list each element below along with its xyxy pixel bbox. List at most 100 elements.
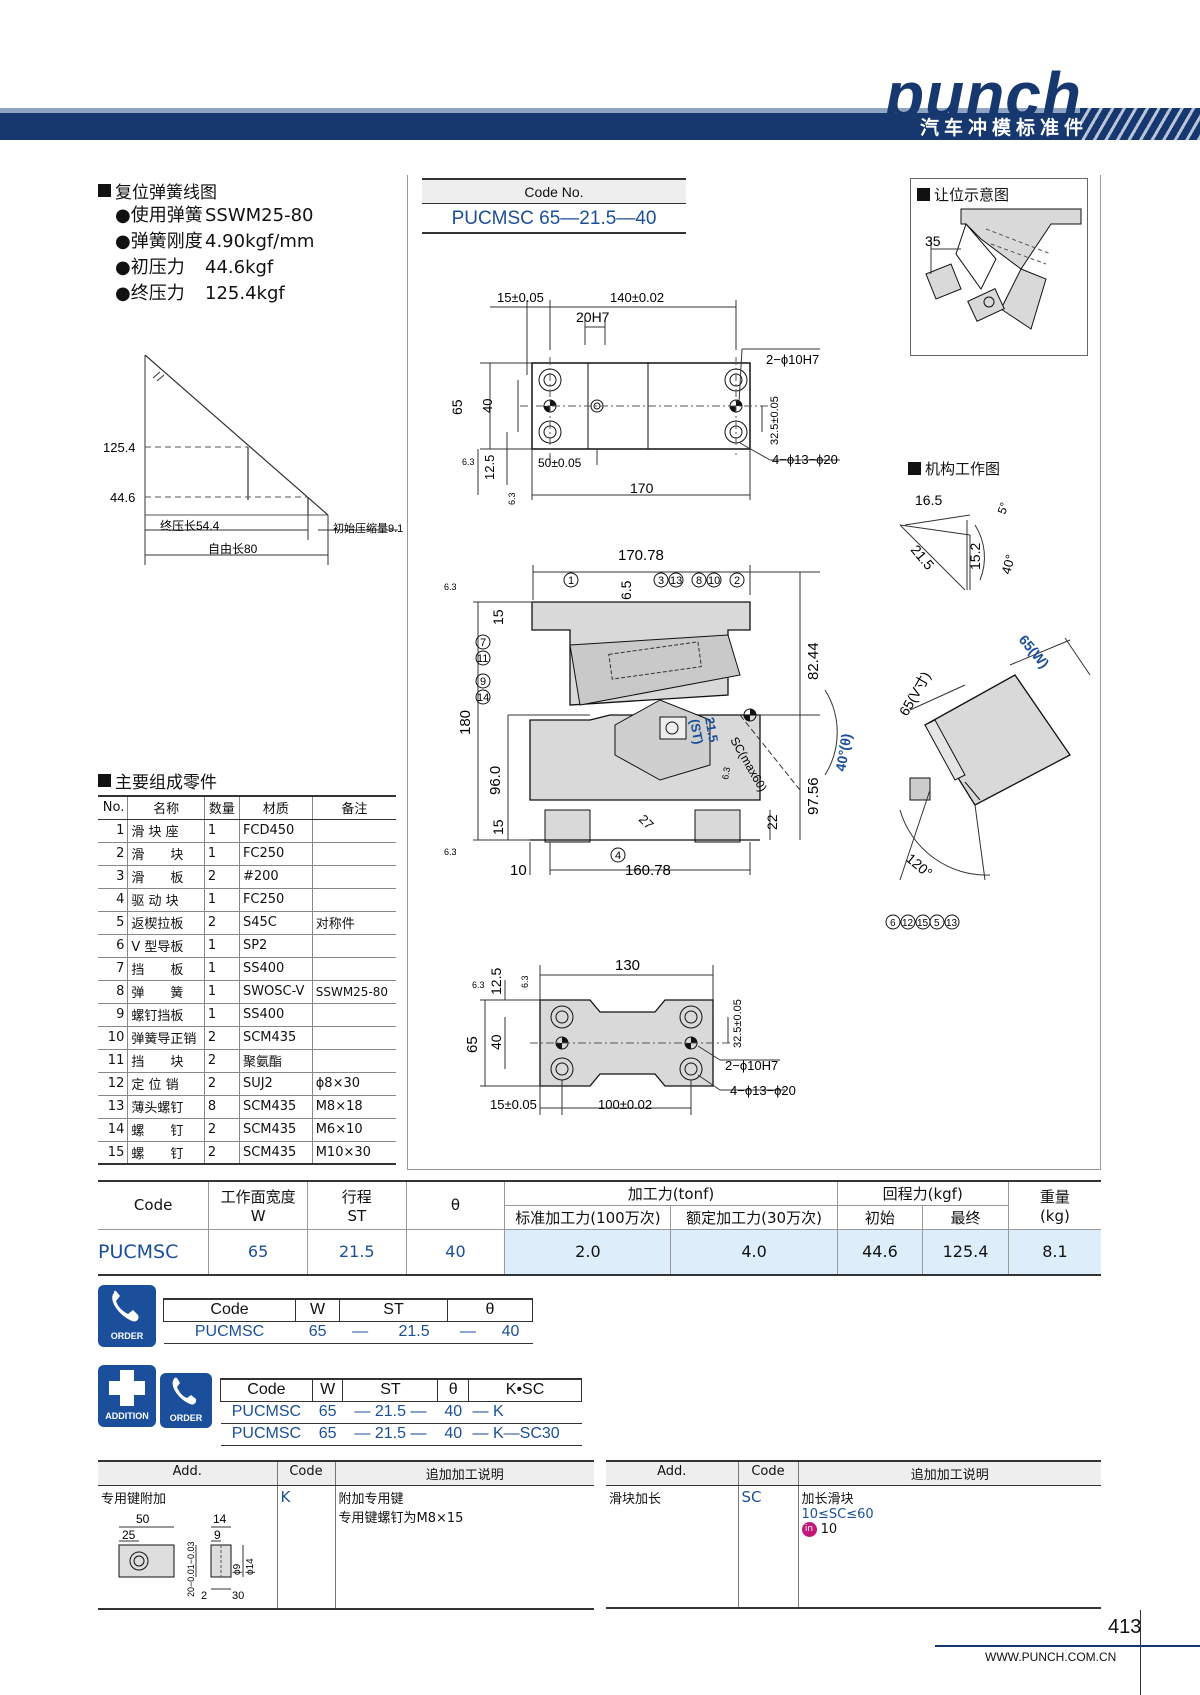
table-cell: 13 bbox=[98, 1094, 129, 1119]
key-drawing: 50 25 14 9 20−0.01−0.03 ϕ9 ϕ14 2 30 bbox=[118, 1512, 256, 1602]
dim-label: 4−ϕ13−ϕ20 bbox=[772, 452, 838, 467]
page-number: 413 bbox=[1108, 1616, 1142, 1638]
table-cell: M10×30 bbox=[312, 1140, 396, 1165]
table-cell: V 型导板 bbox=[127, 933, 205, 958]
front-view-drawing: 170.78 180 82.44 97.56 96.0 15 15 6.5 22… bbox=[444, 547, 855, 879]
table-cell: PUCMSC bbox=[220, 1401, 313, 1424]
table-cell: 65 bbox=[312, 1423, 343, 1446]
dim-label: 130 bbox=[615, 957, 640, 974]
column-header: 回程力(kgf) bbox=[836, 1180, 1009, 1206]
table-cell: 8.1 bbox=[1007, 1228, 1101, 1276]
dim-label: 10 bbox=[510, 862, 527, 879]
dim-label: 15 bbox=[490, 819, 506, 835]
table-cell: 驱 动 块 bbox=[127, 887, 205, 912]
clearance-drawing: 35 bbox=[925, 208, 1082, 330]
column-header: 最终 bbox=[922, 1204, 1009, 1230]
dim-label: 12.5 bbox=[482, 455, 497, 480]
table-cell: 滑 板 bbox=[127, 864, 205, 889]
table-cell: SS400 bbox=[239, 956, 313, 981]
table-cell: 2 bbox=[204, 864, 240, 889]
column-header: W bbox=[311, 1378, 344, 1402]
dim-label: 20H7 bbox=[576, 309, 610, 325]
table-cell: 40 bbox=[405, 1228, 506, 1276]
column-header: 追加加工说明 bbox=[797, 1460, 1101, 1486]
table-cell: SS400 bbox=[239, 1002, 313, 1027]
drawing-frame bbox=[407, 175, 1101, 1170]
table-cell: 3 bbox=[98, 864, 129, 889]
table-cell: 挡 块 bbox=[127, 1048, 205, 1073]
parts-section-title: 主要组成零件 bbox=[98, 768, 217, 793]
dim-label: 180 bbox=[457, 710, 474, 735]
table-cell: — K—SC30 bbox=[468, 1423, 582, 1446]
svg-text:13: 13 bbox=[946, 918, 958, 929]
graph-y-label-initial: 44.6 bbox=[110, 490, 135, 505]
table-cell: 40 bbox=[437, 1401, 469, 1424]
stroke-label: (ST) bbox=[687, 718, 706, 746]
table-cell: ϕ8×30 bbox=[312, 1071, 396, 1096]
table-cell: — 21.5 — bbox=[342, 1401, 438, 1424]
dim-label: 65 bbox=[449, 399, 465, 415]
footer-url: WWW.PUNCH.COM.CN bbox=[985, 1650, 1117, 1664]
dim-label: 65 bbox=[464, 1036, 481, 1053]
table-cell: 2 bbox=[204, 1117, 240, 1142]
dim-label: 96.0 bbox=[487, 766, 504, 795]
table-cell bbox=[312, 1048, 396, 1073]
table-cell: 40 bbox=[488, 1321, 533, 1344]
table-cell: 21.5 bbox=[306, 1228, 407, 1276]
table-cell: 螺 钉 bbox=[127, 1140, 205, 1165]
square-bullet-icon bbox=[917, 188, 930, 201]
roughness-symbol: 6.3 bbox=[444, 847, 457, 857]
table-cell: 9 bbox=[98, 1002, 129, 1027]
table-cell: SWOSC-V bbox=[239, 979, 313, 1004]
square-bullet-icon bbox=[98, 184, 111, 197]
table-cell: — 21.5 — bbox=[342, 1423, 438, 1446]
svg-text:ϕ9: ϕ9 bbox=[232, 1563, 243, 1575]
table-cell: 挡 板 bbox=[127, 956, 205, 981]
roughness-symbol: 6.3 bbox=[444, 582, 457, 592]
column-header: Add. bbox=[606, 1460, 738, 1486]
table-cell: SCM435 bbox=[239, 1094, 313, 1119]
column-header: W bbox=[295, 1298, 341, 1322]
angle-label: 40°(θ) bbox=[832, 732, 854, 772]
balloon-label: 9 bbox=[480, 676, 486, 688]
dim-label: 6.5 bbox=[618, 580, 634, 600]
brand-subtitle: 汽车冲模标准件 bbox=[920, 117, 1089, 139]
graph-free-length-label: 自由长80 bbox=[208, 542, 258, 556]
svg-text:14: 14 bbox=[213, 1512, 227, 1526]
angle-label: 5° bbox=[995, 500, 1012, 516]
dim-label: 97.56 bbox=[805, 777, 822, 815]
svg-text:ϕ14: ϕ14 bbox=[245, 1558, 256, 1575]
roughness-symbol: 6.3 bbox=[520, 975, 530, 988]
table-cell: 8 bbox=[98, 979, 129, 1004]
dim-label: 32.5±0.05 bbox=[769, 396, 781, 445]
footer-divider bbox=[1140, 1610, 1141, 1695]
roughness-symbol: 6.3 bbox=[720, 766, 732, 780]
table-cell bbox=[312, 818, 396, 843]
header-bar-highlight bbox=[0, 108, 1200, 113]
table-cell: 1 bbox=[204, 1002, 240, 1027]
balloon-label: 3 bbox=[658, 575, 664, 587]
balloon-label: 2 bbox=[734, 575, 740, 587]
table-cell: 2.0 bbox=[504, 1228, 672, 1276]
dim-label: 4−ϕ13−ϕ20 bbox=[730, 1083, 796, 1098]
mechanism-diagram-title: 机构工作图 bbox=[908, 458, 1000, 479]
column-header: 标准加工力(100万次) bbox=[504, 1204, 672, 1230]
svg-text:20−0.01−0.03: 20−0.01−0.03 bbox=[186, 1541, 196, 1597]
dim-label: 27 bbox=[636, 812, 657, 833]
footer-line bbox=[935, 1645, 1200, 1647]
table-cell: 65 bbox=[295, 1321, 340, 1344]
dim-label: 100±0.02 bbox=[598, 1097, 652, 1112]
table-cell: — bbox=[447, 1321, 489, 1344]
column-header: Code bbox=[220, 1378, 313, 1402]
